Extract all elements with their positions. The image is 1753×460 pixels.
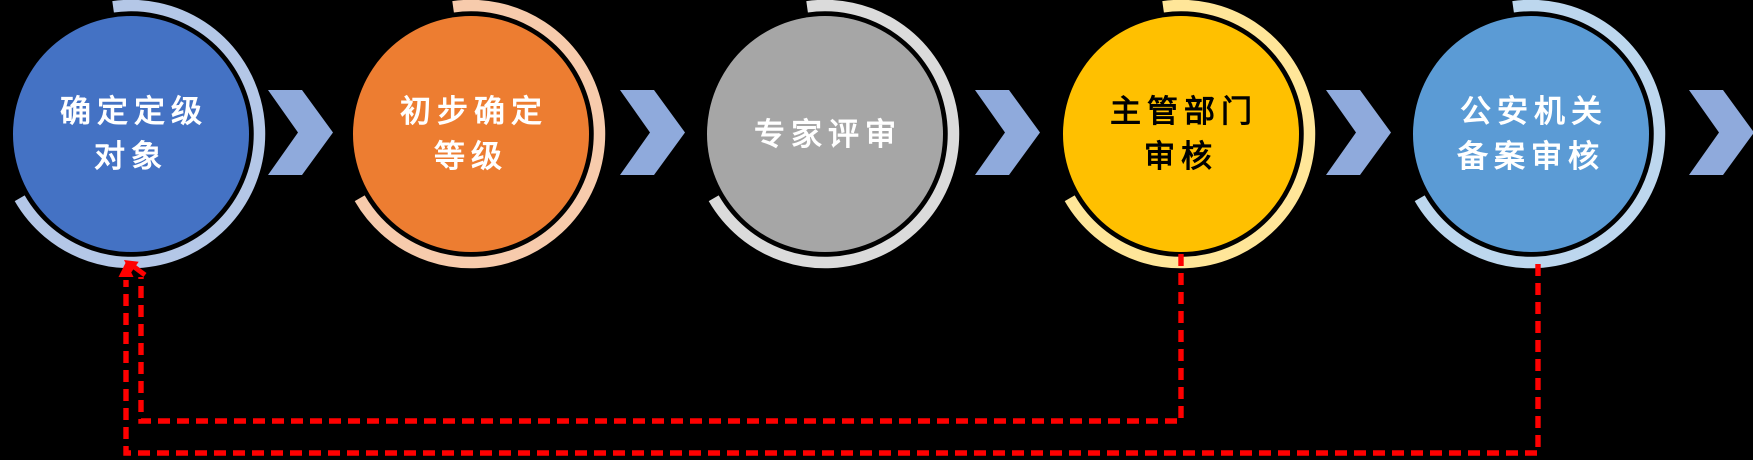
chevron-right-icon-2 (620, 90, 685, 175)
step-2-label: 初步确定 等级 (400, 94, 548, 174)
feedback-line-step4-to-step1 (138, 254, 1184, 424)
chevron-right-icon-3 (975, 90, 1040, 175)
step-1-label: 确定定级 对象 (60, 94, 208, 174)
feedback-arrowhead-diagonal (124, 260, 139, 274)
chevron-right-icon-4 (1326, 90, 1391, 175)
step-2-circle (353, 16, 589, 252)
step-1-circle (13, 16, 249, 252)
step-3-graphic (707, 0, 960, 269)
flow-step-1: 确定定级 对象 (0, 0, 267, 270)
step-1-graphic (13, 0, 266, 269)
step-3-circle (707, 16, 943, 252)
step-5-circle (1413, 16, 1649, 252)
chevron-right-icon-5 (1689, 90, 1753, 175)
step-3-arc (708, 0, 960, 269)
flow-step-3: 专家评审 (689, 0, 961, 270)
step-4-label: 主管部门 审核 (1110, 94, 1258, 174)
flow-step-2: 初步确定 等级 (335, 0, 607, 270)
step-3-label: 专家评审 (754, 116, 902, 152)
chevron-right-icon-1 (268, 90, 333, 175)
step-1-arc (14, 0, 266, 269)
step-4-circle (1063, 16, 1299, 252)
feedback-arrowhead-up (118, 262, 134, 277)
step-4-graphic (1063, 0, 1316, 269)
flow-step-5: 公安机关 备案审核 (1395, 0, 1667, 270)
step-4-arc (1064, 0, 1316, 269)
step-2-arc (354, 0, 606, 269)
feedback-line-step5-to-step1 (123, 264, 1541, 456)
feedback-arrow-shaft (131, 264, 147, 277)
step-5-label: 公安机关 备案审核 (1457, 94, 1608, 174)
step-5-graphic (1413, 0, 1666, 269)
flow-step-4: 主管部门 审核 (1045, 0, 1317, 270)
step-2-graphic (353, 0, 606, 269)
step-5-arc (1414, 0, 1666, 269)
